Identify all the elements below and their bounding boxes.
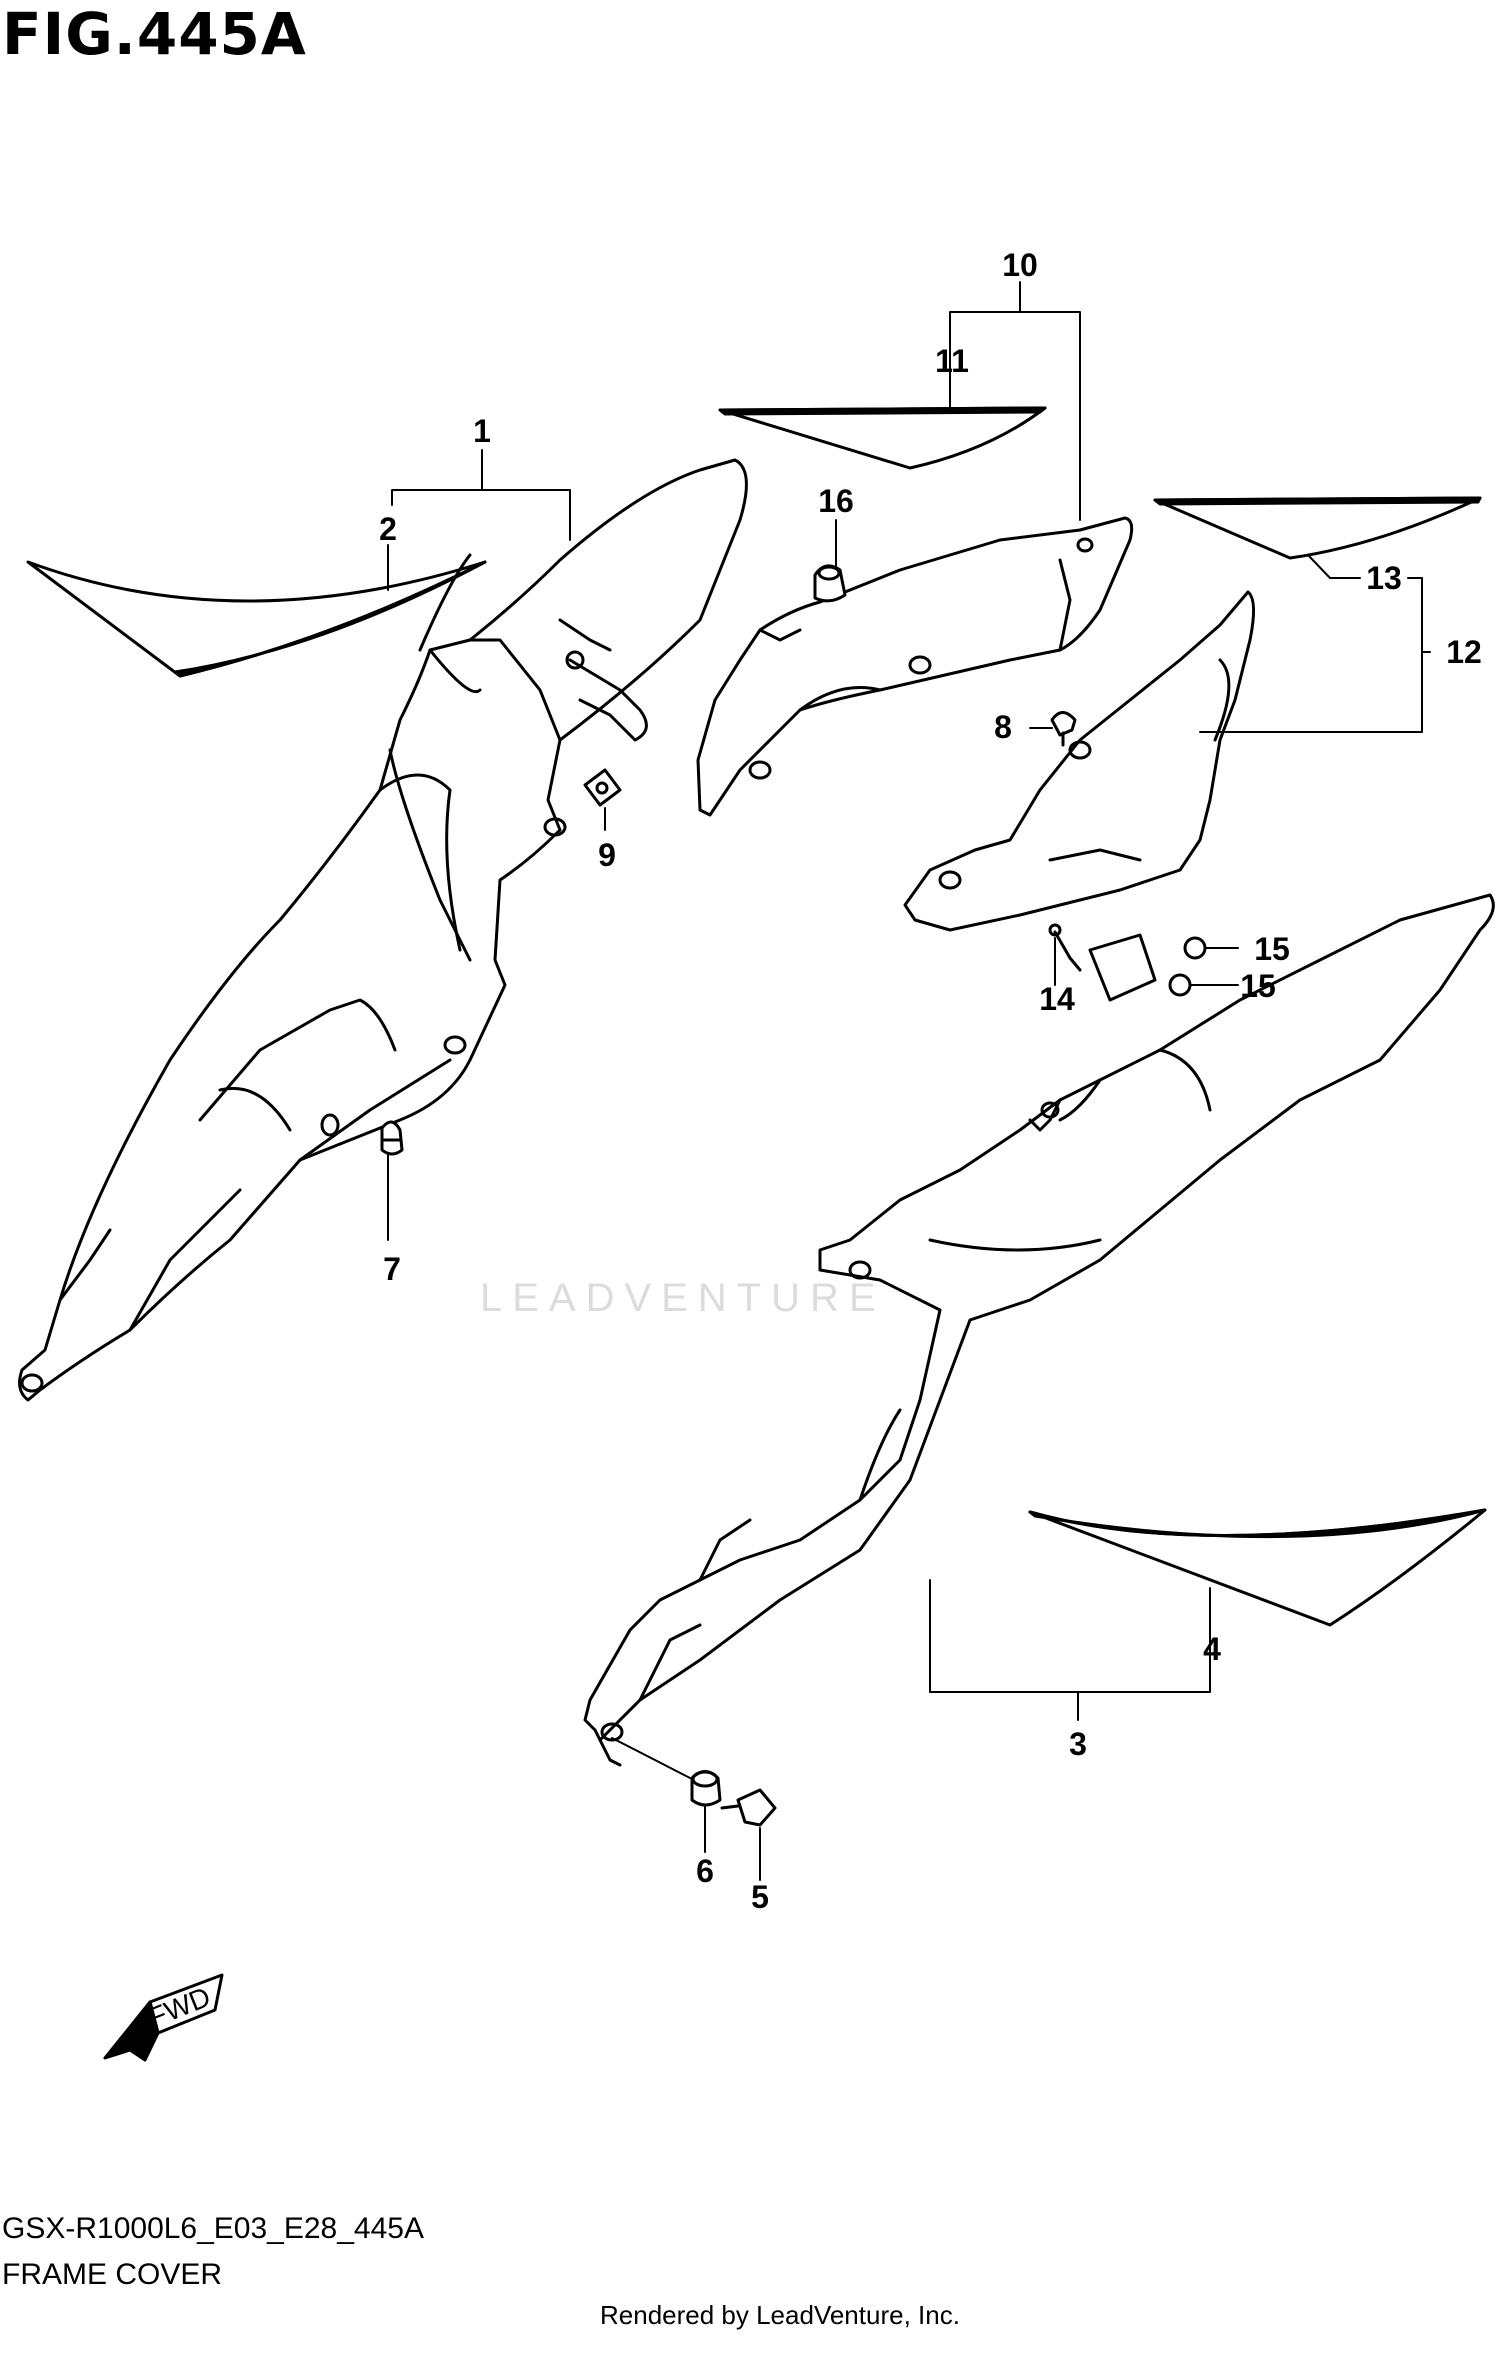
callout-15a: 15 — [1254, 931, 1290, 967]
decal-13 — [1153, 496, 1482, 560]
figure-title: FIG.445A — [2, 0, 307, 68]
clip-nut-9 — [583, 768, 622, 807]
callout-16: 16 — [818, 483, 854, 519]
callout-9: 9 — [598, 837, 616, 873]
callout-3: 3 — [1069, 1726, 1087, 1762]
callout-1: 1 — [473, 413, 491, 449]
upper-cover-10 — [696, 516, 1134, 817]
section-name: FRAME COVER — [2, 2258, 223, 2291]
frame-cover-right — [583, 893, 1495, 1742]
callout-8: 8 — [994, 709, 1012, 745]
model-code: GSX-R1000L6_E03_E28_445A — [2, 2212, 424, 2245]
callout-12: 12 — [1446, 634, 1482, 670]
grommet-7 — [380, 1120, 404, 1156]
bracket-14 — [1088, 933, 1157, 1002]
callout-6: 6 — [696, 1853, 714, 1889]
screw-8 — [1050, 711, 1077, 737]
decal-left-upper — [26, 560, 487, 678]
bolt-5 — [736, 1788, 777, 1827]
callout-10: 10 — [1002, 247, 1038, 283]
watermark: LEADVENTURE — [480, 1276, 886, 1320]
tail-cover-12 — [903, 590, 1255, 932]
decal-upper-11 — [718, 406, 1047, 470]
callout-7: 7 — [383, 1251, 401, 1287]
callout-2: 2 — [379, 511, 397, 547]
nut-15b — [1168, 973, 1192, 997]
callout-11: 11 — [935, 343, 969, 379]
rendered-by-credit: Rendered by LeadVenture, Inc. — [600, 2300, 960, 2330]
nut-15a — [1183, 936, 1207, 960]
callout-13: 13 — [1366, 560, 1402, 596]
callout-4: 4 — [1203, 1631, 1221, 1667]
callout-14: 14 — [1039, 981, 1075, 1017]
callout-5: 5 — [751, 1879, 769, 1915]
callout-15b: 15 — [1240, 968, 1276, 1004]
